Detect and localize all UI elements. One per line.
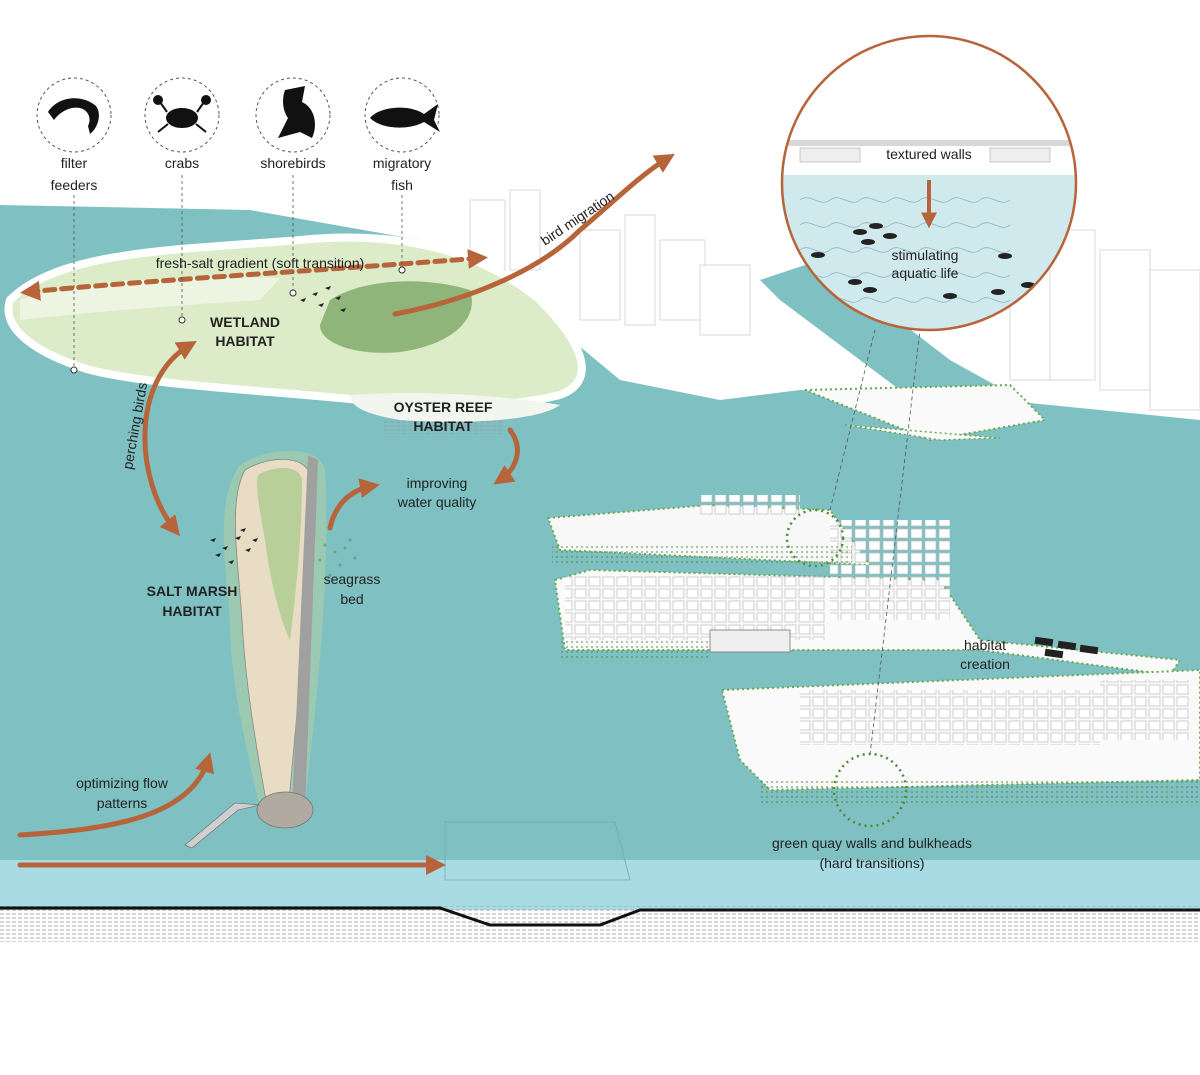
pier-far-tip: [844, 424, 1001, 441]
species-shorebird: shorebirds: [255, 77, 331, 297]
seagrass-label: bed: [340, 591, 363, 607]
seagrass-bed: [318, 538, 357, 577]
inset-ring: [780, 34, 1078, 332]
flow-label: optimizing flow: [76, 775, 169, 791]
inset-leader-left: [829, 329, 876, 511]
species-shrimp: filter feeders: [36, 77, 112, 374]
habitat-creation-label: creation: [960, 656, 1010, 672]
quay-label: (hard transitions): [819, 855, 924, 871]
flow-arrow-curved: [17, 752, 215, 838]
quay-green-upper: [552, 545, 852, 563]
species-label: feeders: [51, 177, 98, 193]
salt-marsh-label: HABITAT: [162, 603, 222, 619]
species-label: migratory: [373, 155, 431, 171]
arrows: [17, 153, 675, 875]
seagrass-water-arrow: [327, 478, 380, 531]
shrimp-icon: [48, 98, 99, 134]
species-fish: migratory fish: [364, 77, 440, 274]
species-label: shorebirds: [260, 155, 325, 171]
oyster-reef-structure: [382, 420, 502, 434]
crab-icon: [153, 95, 211, 133]
inset-leader-right: [869, 329, 921, 756]
pier-far: [804, 383, 1048, 442]
inset-caption: stimulating: [892, 247, 959, 263]
bird-flock: [210, 286, 346, 564]
inset-title: textured walls: [886, 146, 972, 162]
water-section-band: [0, 860, 1200, 910]
habitat-creation-label: habitat: [964, 637, 1006, 653]
ground-line: [0, 906, 1200, 927]
species-label: crabs: [165, 155, 199, 171]
seagrass-label: seagrass: [324, 571, 381, 587]
oyster-reef-label: OYSTER REEF: [394, 399, 493, 415]
shorebird-icon: [278, 86, 315, 138]
species-crab: crabs: [144, 77, 220, 324]
habitat-creation-modules: [1034, 636, 1099, 659]
salt-marsh-label: SALT MARSH: [147, 583, 238, 599]
water-quality-label: improving: [407, 475, 468, 491]
species-label: fish: [391, 177, 413, 193]
river-channel: [760, 260, 1040, 420]
oyster-water-arrow: [493, 427, 520, 485]
quay-green-middle: [560, 640, 710, 660]
inset-textured-walls: textured walls stimulating aquatic life: [780, 34, 1078, 332]
pier-lower: [720, 668, 1200, 806]
quay-focus-circle-upper: [785, 508, 845, 568]
gradient-label: fresh-salt gradient (soft transition): [156, 255, 365, 271]
fish-icon: [370, 104, 440, 132]
wetland-label: WETLAND: [210, 314, 280, 330]
gradient-arrow: [20, 248, 488, 301]
salt-marsh-island: [184, 450, 327, 849]
inset-caption: aquatic life: [892, 265, 959, 281]
oyster-reef-shore: [350, 393, 560, 422]
perching-birds-arrow: [142, 340, 197, 537]
species-label: filter: [61, 155, 88, 171]
fish-school: [811, 223, 1035, 299]
quay-label: green quay walls and bulkheads: [772, 835, 972, 851]
water-quality-label: water quality: [397, 494, 477, 510]
flow-label: patterns: [97, 795, 148, 811]
wetland-label: HABITAT: [215, 333, 275, 349]
oyster-reef-label: HABITAT: [413, 418, 473, 434]
